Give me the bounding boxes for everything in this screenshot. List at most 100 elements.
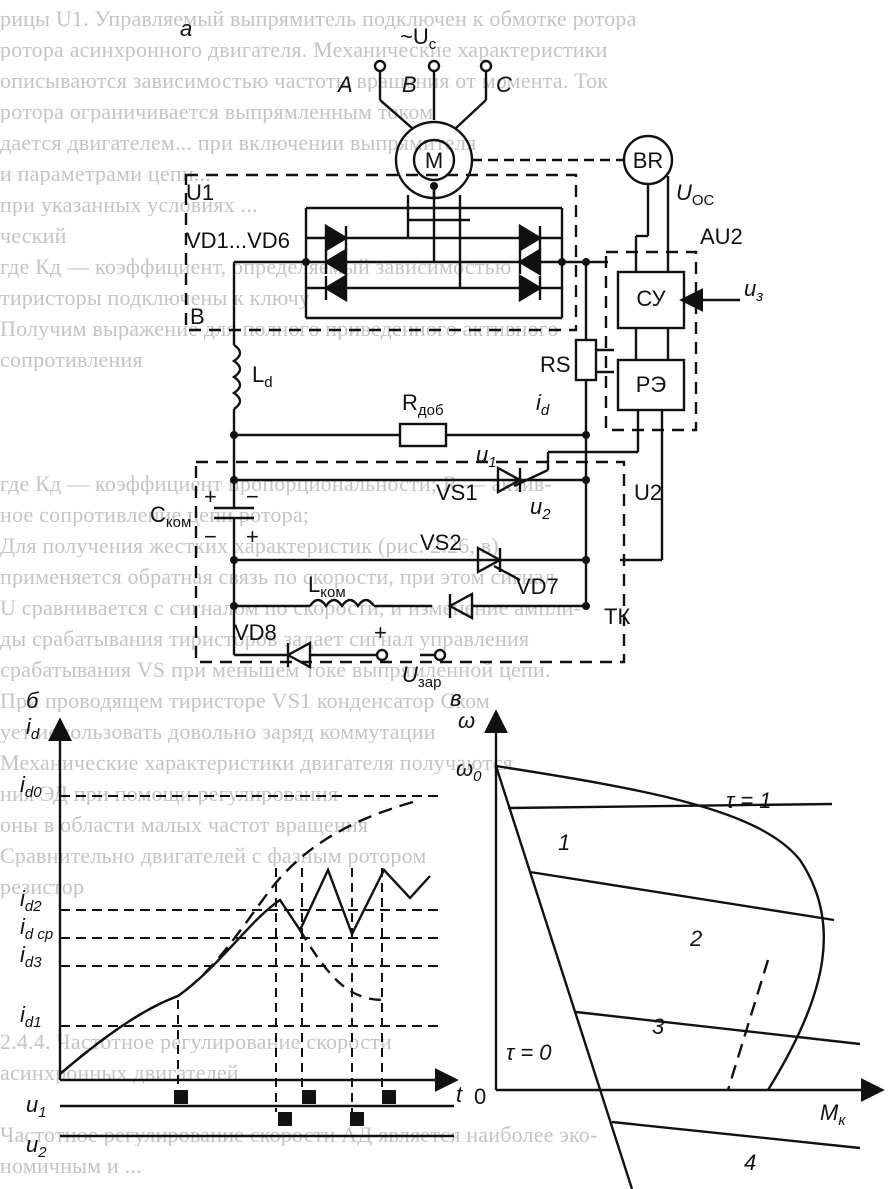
block-u2 — [194, 460, 626, 664]
u2-row-label: u — [26, 1132, 38, 1157]
svg-text:Lком: Lком — [308, 572, 346, 601]
u1-pulse-1 — [174, 1090, 188, 1104]
background-text-line: ротора ограничивается выпрямленным током — [0, 101, 434, 123]
supply-label: ~U — [400, 24, 429, 49]
chart-v: в ω ω0 0 Mк τ = 1 τ = 0 1 2 3 4 — [450, 686, 885, 1189]
background-text-line: Для получения жестких характеристик (рис… — [0, 535, 499, 557]
junctions — [230, 182, 590, 610]
thyristor-vs1 — [496, 465, 523, 495]
chart-b-level-label: id2 — [20, 886, 42, 915]
svg-text:~Uc: ~Uc — [400, 24, 437, 53]
background-text-line: U сравнивается с сигналом по скорости, и… — [0, 597, 581, 619]
terminal-a — [373, 59, 387, 73]
vd8-label: VD8 — [234, 620, 277, 645]
chart-b-level-label: id3 — [20, 942, 42, 971]
background-text-line: описываются зависимостью частоты вращени… — [0, 70, 609, 92]
background-text-line: ды срабатывания тиристоров задает сигнал… — [0, 628, 530, 650]
phase-c-label: C — [496, 72, 512, 97]
diode-vd8 — [285, 640, 312, 670]
panel-b-label: б — [26, 688, 40, 713]
svg-text:Cком: Cком — [150, 502, 191, 531]
chart-v-y0-label: ω — [456, 756, 473, 781]
background-text-line: ния ЭД при помощи регулирования — [0, 783, 339, 805]
chart-v-tau0-line — [494, 765, 634, 1189]
svg-text:Ld: Ld — [252, 362, 273, 391]
setpoint-label: u — [744, 276, 756, 301]
motor-symbol — [412, 138, 456, 182]
inductor-ld — [231, 344, 242, 410]
background-text-line: рицы U1. Управляемый выпрямитель подключ… — [0, 8, 637, 30]
resistor-rdob — [398, 422, 448, 448]
svg-text:u1: u1 — [26, 1092, 47, 1121]
svg-text:ω0: ω0 — [456, 756, 482, 785]
svg-text:u1: u1 — [476, 442, 497, 471]
thyristor-vs2 — [476, 545, 503, 575]
charge-plus: + — [374, 620, 387, 645]
u2-pulse-2 — [350, 1112, 364, 1126]
current-label: i — [536, 390, 542, 415]
feedback-label: U — [676, 180, 692, 205]
chart-v-curve-3-label: 3 — [652, 1014, 665, 1039]
background-text-line: Механические характеристики двигателя по… — [0, 752, 513, 774]
background-text-line: При проводящем тиристоре VS1 конденсатор… — [0, 690, 490, 712]
svg-text:Uзар: Uзар — [402, 662, 441, 691]
chart-v-curve-1-label: 1 — [558, 830, 570, 855]
shunt-rs — [574, 338, 598, 382]
chart-v-curve-4 — [611, 1120, 861, 1150]
circuit-labels: а ~Uc A B C M BR U1 VD1...VD6 B UОС AU2 … — [150, 16, 763, 691]
rectifier-diodes — [323, 223, 543, 303]
vd7-label: VD7 — [516, 574, 559, 599]
chart-v-curve-2-label: 2 — [689, 926, 702, 951]
background-text-line: ческий — [0, 225, 67, 247]
relay-unit-box — [616, 358, 686, 412]
u2-pulse-1 — [278, 1112, 292, 1126]
svg-text:uз: uз — [744, 276, 763, 305]
inductor-lkom — [309, 598, 375, 609]
u2-block-label: U2 — [634, 480, 662, 505]
background-text-line: Частотное регулирование скорости АД явля… — [0, 1124, 598, 1146]
phase-b-label: B — [402, 72, 417, 97]
u1-pulse-3 — [382, 1090, 396, 1104]
chart-v-y-label: ω — [458, 708, 475, 733]
background-text-line: применяется обратная связь по скорости, … — [0, 566, 555, 588]
resistor-label: R — [402, 390, 418, 415]
chart-v-curve-4-label: 4 — [744, 1150, 756, 1175]
terminal-b — [427, 59, 441, 73]
background-text-line: срабатывания VS при меньшем токе выпрямл… — [0, 659, 551, 681]
chart-b-x-label: t — [456, 1082, 463, 1107]
background-text-line: Получим выражение для полного приведенно… — [0, 318, 559, 340]
chart-b-ripple-curve — [177, 866, 431, 997]
background-text-line: номичным и ... — [0, 1155, 142, 1177]
charge-label: U — [402, 662, 418, 687]
background-text-line: дается двигателем... при включении выпря… — [0, 132, 477, 154]
svg-text:id: id — [536, 390, 550, 419]
diode-vd7 — [447, 591, 474, 621]
block-au2 — [604, 250, 698, 432]
svg-text:id: id — [26, 714, 40, 743]
chart-v-x-label: M — [820, 1100, 839, 1125]
cap-minus-left: − — [204, 524, 217, 549]
phase-a-label: A — [336, 72, 353, 97]
lkom-label: L — [308, 572, 320, 597]
chart-v-tau0-label: τ = 0 — [506, 1040, 552, 1065]
chart-v-curve-2 — [529, 870, 835, 922]
chart-v-curve-1 — [507, 802, 833, 810]
chart-v-origin: 0 — [474, 1084, 486, 1109]
vs2-label: VS2 — [420, 530, 462, 555]
rectifier-label: VD1...VD6 — [186, 228, 290, 253]
u1-row-label: u — [26, 1092, 38, 1117]
panel-v-label: в — [450, 686, 461, 711]
terminal-c — [479, 59, 493, 73]
cap-minus-right: − — [246, 484, 259, 509]
cap-plus-left: + — [204, 484, 217, 509]
chart-b-level-label: id1 — [20, 1002, 42, 1031]
control-unit-label: СУ — [636, 286, 666, 311]
background-text-line: и параметрами цепи... — [0, 163, 211, 185]
vs1-label: VS1 — [436, 480, 478, 505]
chart-b-level-label: id0 — [20, 772, 42, 801]
u1-pulse-label: u — [476, 442, 488, 467]
